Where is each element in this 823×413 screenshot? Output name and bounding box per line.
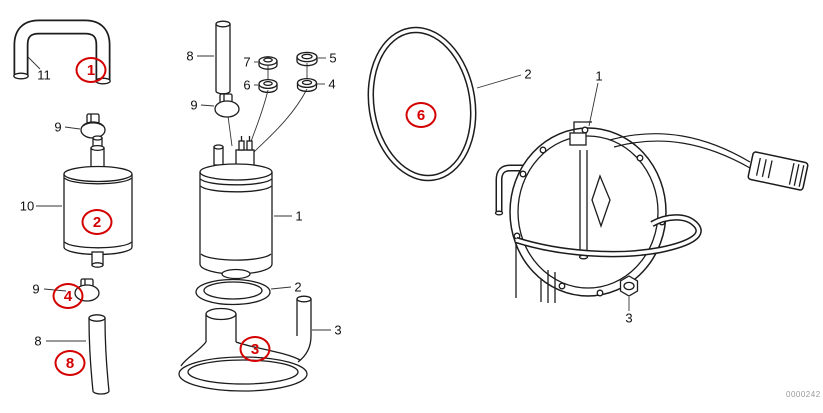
part-label-hose-bend: 11 (37, 67, 51, 83)
level-sender-art (494, 121, 809, 303)
callout-4[interactable]: 4 (52, 283, 84, 309)
callout-2[interactable]: 2 (81, 209, 113, 235)
part-label-grommet-4: 4 (328, 76, 336, 92)
part-label-washer-5: 5 (329, 50, 337, 66)
fuel-pump-art (199, 136, 273, 280)
fuel-filter-art (63, 135, 133, 268)
part-label-washer-7: 7 (243, 54, 251, 70)
washer-5-art (296, 51, 318, 67)
part-label-seal-ring: 2 (294, 279, 302, 295)
callout-3[interactable]: 3 (239, 336, 271, 362)
part-label-clamp-lower: 9 (32, 281, 40, 297)
part-label-sender: 1 (595, 68, 603, 84)
part-label-fuel-pump: 1 (295, 208, 303, 224)
grommet-4-art (296, 77, 318, 93)
drawing-number: 0000242 (786, 390, 821, 399)
part-label-grommet-6: 6 (243, 77, 251, 93)
callout-6[interactable]: 6 (405, 102, 437, 128)
part-label-fuel-filter: 10 (19, 198, 35, 214)
callout-8[interactable]: 8 (54, 350, 86, 376)
washer-7-art (258, 56, 278, 70)
part-label-clamp-middle: 9 (190, 97, 198, 113)
part-label-hose-left: 8 (34, 333, 42, 349)
part-label-clamp-upper: 9 (54, 119, 62, 135)
fuel-hose-middle-art (215, 20, 231, 95)
sender-nut-art (619, 275, 639, 297)
callout-1[interactable]: 1 (75, 57, 107, 83)
part-label-oring: 2 (524, 66, 532, 82)
connector-art (747, 151, 809, 191)
grommet-6-art (258, 78, 278, 94)
hose-clamp-upper-art (80, 113, 106, 139)
o-ring-large-art (367, 26, 477, 182)
leader-lines (26, 55, 630, 342)
part-label-nut: 3 (625, 310, 633, 326)
part-label-hose-middle: 8 (186, 48, 194, 64)
pump-clamp-art (214, 93, 240, 118)
part-label-funnel: 3 (334, 322, 342, 338)
fuel-hose-left-art (88, 314, 110, 395)
seal-ring-small-art (195, 278, 271, 306)
